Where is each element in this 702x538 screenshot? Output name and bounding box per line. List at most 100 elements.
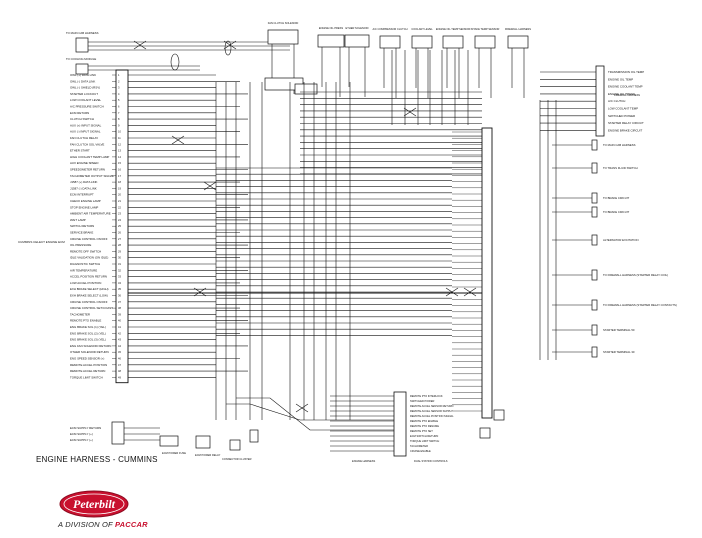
wire-crossover [203, 181, 217, 191]
right-output-label: LOW COOLANT TEMP [608, 107, 638, 111]
left-pin-label: ECM INTERRUPT [70, 193, 94, 197]
right-block-label: TO FIREWALL HARNESS (STARTER RELAY COIL) [603, 273, 668, 277]
left-pin-label: HIGH COOLANT TEMP LAMP [70, 155, 109, 159]
left-pin-number: 29 [118, 249, 121, 253]
terminal-block [591, 206, 598, 218]
left-pin-label: STOP ENGINE LAMP [70, 205, 98, 209]
left-pin-label: ENG SPEED SENSOR (+) [70, 357, 104, 361]
right-block-label: STARTER TERMINAL 30 [603, 350, 635, 354]
wire-crossover [403, 107, 417, 117]
terminal-block [591, 269, 598, 281]
left-pin-label: OWL (-) SHIELD (RSV) [70, 86, 100, 90]
bottom-label: DUAL STATION CONTROLS [414, 459, 448, 463]
right-block-label: ALTERNATOR EXCITATION [603, 238, 638, 242]
left-pin-label: J1587 (-) DATA LINK [70, 186, 97, 190]
left-pin-label: ECM RETURN [70, 111, 89, 115]
routed-wire [226, 403, 394, 421]
wire-crossover [463, 287, 477, 297]
left-pin-number: 27 [118, 237, 121, 241]
top-component-label: COOLANT LEVEL [411, 27, 433, 31]
right-output-label: TRANSMISSION OIL TEMP [608, 70, 644, 74]
sensor-connector [267, 29, 299, 45]
dual-station-pin-label: CRUISE ENABLE [410, 449, 431, 453]
wire-crossover [445, 287, 459, 297]
logo-tagline: A DIVISION OF PACCAR [58, 520, 148, 529]
dual-station-pin-label: TACHOMETER [410, 444, 428, 448]
left-pin-number: 15 [118, 161, 121, 165]
left-pin-label: FAN CLUTCH SOL VALVE [70, 142, 104, 146]
left-pin-number: 3 [118, 86, 120, 90]
left-pin-number: 32 [118, 268, 121, 272]
left-pin-label: STARTER LOCKOUT [70, 92, 98, 96]
left-pin-label: LOW ACCEL POSITION [70, 281, 101, 285]
left-pin-number: 11 [118, 136, 121, 140]
terminal-block [591, 139, 598, 151]
left-pin-number: 35 [118, 287, 121, 291]
right-block-label: TO BRAKE CIRCUIT [603, 210, 630, 214]
left-pin-label: OWL (-) DATA LINK [70, 79, 95, 83]
dual-station-pin-label: REMOTE PTO RESUME [410, 424, 439, 428]
bottom-label: ENGINE HARNESS [352, 459, 375, 463]
top-component-label: INTAKE TEMP SENSOR [471, 27, 500, 31]
left-pin-number: 16 [118, 168, 121, 172]
ecm-supply-label: ECM SUPPLY RETURN [70, 426, 101, 430]
dual-station-pin-label: ECM SWITCH RETURN [410, 434, 438, 438]
right-output-label: ENGINE OIL TEMP [608, 77, 633, 81]
left-pin-number: 38 [118, 306, 121, 310]
left-pin-label: FAN CLUTCH RELAY [70, 136, 98, 140]
ecm-right-connector [481, 127, 493, 419]
top-component-label: ENGINE OIL PRESS [319, 26, 344, 30]
top-component-label: FAN CLUTCH SOLENOID [268, 21, 299, 25]
right-output-label: STARTER RELAY CIRCUIT [608, 121, 644, 125]
top-component-label: TO MAIN CAB HARNESS [66, 31, 99, 35]
inline-connector [249, 429, 259, 443]
left-pin-label: CRUISE CONTROL ON/OFF [70, 300, 108, 304]
sensor-connector [442, 35, 464, 49]
left-pin-label: OTHER SOLENOID RETURN [70, 350, 109, 354]
ether-connector [294, 83, 318, 95]
firewall-label: FIREWALL HARNESS [614, 93, 640, 97]
left-pin-label: IDLE VALIDATION (ON IDLE) [70, 256, 108, 260]
terminal-block [591, 324, 598, 336]
sensor-connector [317, 34, 345, 48]
left-pin-number: 30 [118, 256, 121, 260]
left-pin-label: LOW COOLANT LEVEL [70, 98, 102, 102]
ecm-supply-label: ECM SUPPLY (+) [70, 438, 93, 442]
twisted-pair-icon [133, 40, 147, 50]
left-pin-number: 12 [118, 142, 121, 146]
firewall-connector [595, 65, 605, 137]
wire-crossover [171, 135, 185, 145]
left-pin-label: SPEEDOMETER RETURN [70, 168, 105, 172]
wire-crossover [193, 287, 207, 297]
left-pin-label: CHECK ENGINE LAMP [70, 199, 101, 203]
left-pin-label: WAIT LAMP [70, 218, 86, 222]
left-pin-number: 22 [118, 205, 121, 209]
twisted-pair-icon [223, 40, 237, 50]
wire-crossover [295, 403, 309, 413]
left-pin-label: AMBIENT AIR TEMPERATURE [70, 212, 111, 216]
left-pin-number: 4 [118, 92, 120, 96]
dual-station-pin-label: REMOTE ACCEL SENSOR SUPPLY [410, 409, 453, 413]
top-component-label: ETHER SOLENOID [346, 26, 369, 30]
left-pin-number: 9 [118, 123, 120, 127]
left-pin-number: 10 [118, 130, 121, 134]
left-pin-number: 44 [118, 344, 121, 348]
left-pin-label: AUX ENGINE SPEED [70, 161, 98, 165]
peterbilt-oval-icon: Peterbilt [59, 490, 129, 518]
left-pin-number: 2 [118, 79, 120, 83]
terminal-block [591, 234, 598, 246]
top-component-label: TO COOLING MODULE [66, 57, 96, 61]
left-pin-number: 47 [118, 363, 121, 367]
tagline-brand: PACCAR [115, 520, 148, 529]
left-pin-number: 40 [118, 319, 121, 323]
left-pin-number: 33 [118, 275, 121, 279]
left-pin-number: 24 [118, 218, 121, 222]
left-pin-number: 20 [118, 193, 121, 197]
left-pin-number: 31 [118, 262, 121, 266]
ecm-supply-connector [111, 421, 125, 445]
dual-station-pin-label: REMOTE PTO SET [410, 429, 433, 433]
left-pin-label: OIL PRESSURE [70, 243, 91, 247]
left-pin-number: 49 [118, 375, 121, 379]
dual-station-pin-label: REMOTE PTO ENABLE [410, 419, 438, 423]
